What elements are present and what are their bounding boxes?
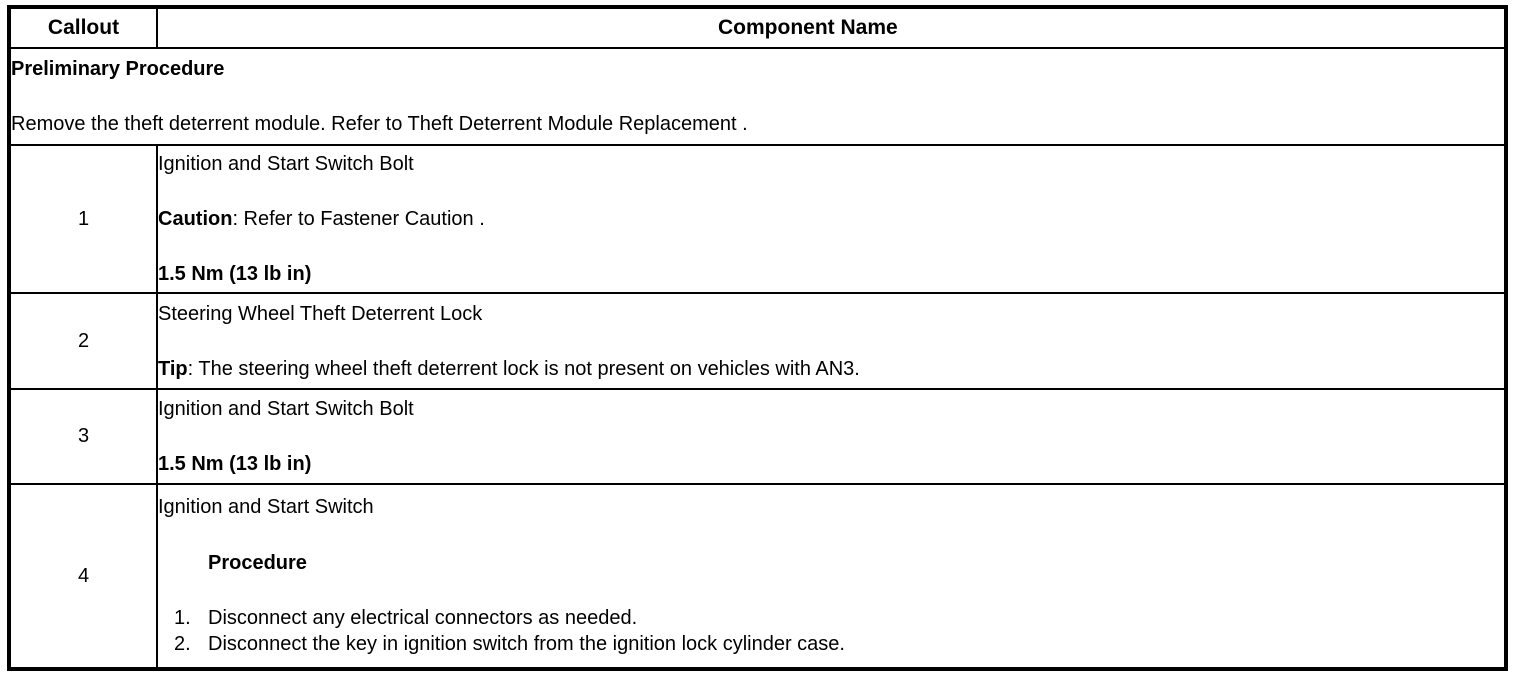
component-cell: Steering Wheel Theft Deterrent Lock Tip:… [156, 292, 1507, 390]
component-cell: Ignition and Start Switch Bolt 1.5 Nm (1… [156, 388, 1507, 485]
callout-number: 3 [8, 388, 158, 485]
preliminary-procedure-title: Preliminary Procedure [11, 58, 225, 80]
tip-text: : The steering wheel theft deterrent loc… [187, 357, 860, 380]
list-item: 2. Disconnect the key in ignition switch … [158, 631, 1504, 657]
header-callout: Callout [8, 6, 158, 49]
procedure-step-list: 1. Disconnect any electrical connectors a… [158, 605, 1504, 657]
component-table: Callout Component Name Preliminary Proce… [7, 5, 1508, 671]
list-item: 1. Disconnect any electrical connectors a… [158, 605, 1504, 631]
preliminary-procedure-cell: Preliminary Procedure Remove the theft d… [8, 47, 1507, 146]
callout-number: 4 [8, 483, 158, 670]
caution-note: Caution: Refer to Fastener Caution . [158, 207, 1504, 231]
component-name-text: Ignition and Start Switch [158, 496, 374, 518]
table-row: 1 Ignition and Start Switch Bolt Caution… [8, 144, 1507, 294]
procedure-heading: Procedure [208, 552, 307, 574]
header-component-name: Component Name [156, 6, 1507, 49]
component-name-text: Ignition and Start Switch Bolt [158, 398, 414, 420]
step-number: 1. [174, 607, 191, 629]
preliminary-procedure-body: Remove the theft deterrent module. Refer… [11, 113, 748, 135]
component-name-text: Ignition and Start Switch Bolt [158, 153, 414, 175]
component-cell: Ignition and Start Switch Procedure 1. Di… [156, 483, 1507, 670]
table-row: 3 Ignition and Start Switch Bolt 1.5 Nm … [8, 388, 1507, 485]
table-row: 2 Steering Wheel Theft Deterrent Lock Ti… [8, 292, 1507, 390]
component-cell: Ignition and Start Switch Bolt Caution: … [156, 144, 1507, 294]
step-text: Disconnect any electrical connectors as … [208, 607, 638, 629]
callout-number: 2 [8, 292, 158, 390]
step-number: 2. [174, 633, 191, 655]
torque-spec: 1.5 Nm (13 lb in) [158, 263, 312, 285]
table-header-row: Callout Component Name [8, 6, 1507, 49]
tip-label: Tip [158, 357, 188, 380]
caution-text: : Refer to Fastener Caution . [232, 208, 485, 230]
preliminary-procedure-row: Preliminary Procedure Remove the theft d… [8, 47, 1507, 146]
caution-label: Caution [158, 208, 233, 230]
table-row: 4 Ignition and Start Switch Procedure 1.… [8, 483, 1507, 670]
step-text: Disconnect the key in ignition switch fr… [208, 633, 845, 655]
tip-note: Tip: The steering wheel theft deterrent … [158, 357, 1504, 381]
callout-number: 1 [8, 144, 158, 294]
torque-spec: 1.5 Nm (13 lb in) [158, 453, 312, 475]
component-name-text: Steering Wheel Theft Deterrent Lock [158, 302, 483, 325]
